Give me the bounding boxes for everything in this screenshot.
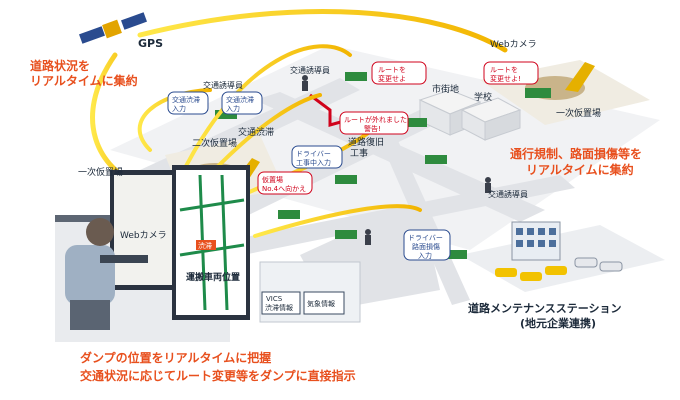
traffic-guard-label-1: 交通誘導員: [290, 65, 330, 75]
road-status-line-2: リアルタイムに集約: [30, 73, 138, 88]
weather-panel: [303, 291, 345, 315]
bubble-jam-input-1-line-1: 交通渋滞: [172, 95, 200, 104]
city-area-label: 市街地: [432, 83, 459, 95]
dump-truck-icon: [405, 118, 427, 127]
bubble-change-route-2-line-2: 変更せよ!: [490, 74, 521, 83]
dump-truck-icon: [345, 72, 367, 81]
bubble-jam-input-2-line-1: 交通渋滞: [226, 95, 254, 104]
bubble-damage-input-line-3: 入力: [418, 251, 432, 260]
satellite-icon: [79, 12, 147, 44]
bubble-off-route-line-2: 警告!: [364, 124, 381, 133]
bubble-damage-input-line-2: 路面損傷: [412, 242, 440, 251]
bubble-change-route-1-line-2: 変更せよ: [378, 74, 406, 83]
dump-truck-icon: [335, 230, 357, 239]
dump-truck-icon: [525, 88, 551, 98]
web-camera-top-label: Webカメラ: [490, 39, 537, 50]
regulation-line-2: リアルタイムに集約: [526, 162, 634, 177]
bubble-go-yard-line-2: No.4へ向かえ: [262, 184, 306, 193]
bubble-change-route-1-line-1: ルートを: [378, 66, 406, 74]
road-status-line-1: 道路状況を: [30, 58, 90, 73]
dump-truck-icon: [335, 175, 357, 184]
gps-label: GPS: [138, 37, 163, 50]
bubble-work-input-line-1: ドライバー: [296, 150, 331, 158]
secondary-yard-label: 二次仮置場: [192, 137, 237, 149]
dump-truck-icon: [278, 210, 300, 219]
jam-marker-label: 渋滞: [198, 241, 212, 250]
regulation-line-1: 通行規制、路面損傷等を: [510, 146, 642, 161]
dump-truck-icon: [445, 250, 467, 259]
speech-bubbles: [167, 61, 539, 261]
city-buildings: [418, 89, 522, 141]
vics-label-1: VICS: [266, 295, 283, 303]
vics-label-2: 渋滞情報: [265, 303, 293, 312]
bubble-go-yard-line-1: 仮置場: [262, 175, 283, 184]
car-icon: [574, 257, 623, 272]
car-icon: [495, 266, 567, 281]
bubble-work-input-line-2: 工事中入力: [296, 158, 331, 167]
bubble-damage-input-line-1: ドライバー: [408, 234, 443, 242]
bubble-change-route-2-line-1: ルートを: [490, 66, 518, 74]
traffic-jam-label: 交通渋滞: [238, 126, 274, 138]
weather-label: 気象情報: [307, 299, 335, 308]
vics-panel: [261, 291, 301, 315]
maintenance-station: [460, 221, 665, 292]
bubble-off-route-line-1: ルートが外れました: [344, 115, 407, 124]
bubble-jam-input-2-line-2: 入力: [226, 104, 240, 113]
maintenance-line-1: 道路メンテナンスステーション: [468, 301, 622, 315]
bubble-jam-input-1-line-2: 入力: [172, 104, 186, 113]
traffic-guard-label-2: 交通誘導員: [203, 80, 243, 90]
bottom-caption-line-1: ダンプの位置をリアルタイムに把握: [80, 350, 271, 365]
traffic-guard-label-3: 交通誘導員: [488, 189, 528, 199]
primary-yard-left-label: 一次仮置場: [78, 166, 123, 178]
web-camera-center-label: Webカメラ: [120, 230, 167, 241]
bottom-caption-line-2: 交通状況に応じてルート変更等をダンプに直接指示: [80, 368, 356, 383]
school-label: 学校: [474, 91, 492, 103]
control-room: [55, 165, 361, 342]
dump-truck-icon: [215, 110, 237, 119]
dump-truck-icon: [425, 155, 447, 164]
operator-icon: [65, 218, 148, 330]
excavator-icon: [565, 62, 595, 92]
road-work-label-1: 道路復旧: [348, 136, 384, 148]
maintenance-line-2: (地元企業連携): [520, 316, 596, 330]
road-work-label-2: 工事: [350, 147, 368, 159]
dump-truck-fleet: [215, 72, 467, 259]
jam-marker: [196, 240, 216, 250]
vehicle-position-label: 運搬車両位置: [186, 271, 240, 283]
primary-yard-right-label: 一次仮置場: [556, 107, 601, 119]
